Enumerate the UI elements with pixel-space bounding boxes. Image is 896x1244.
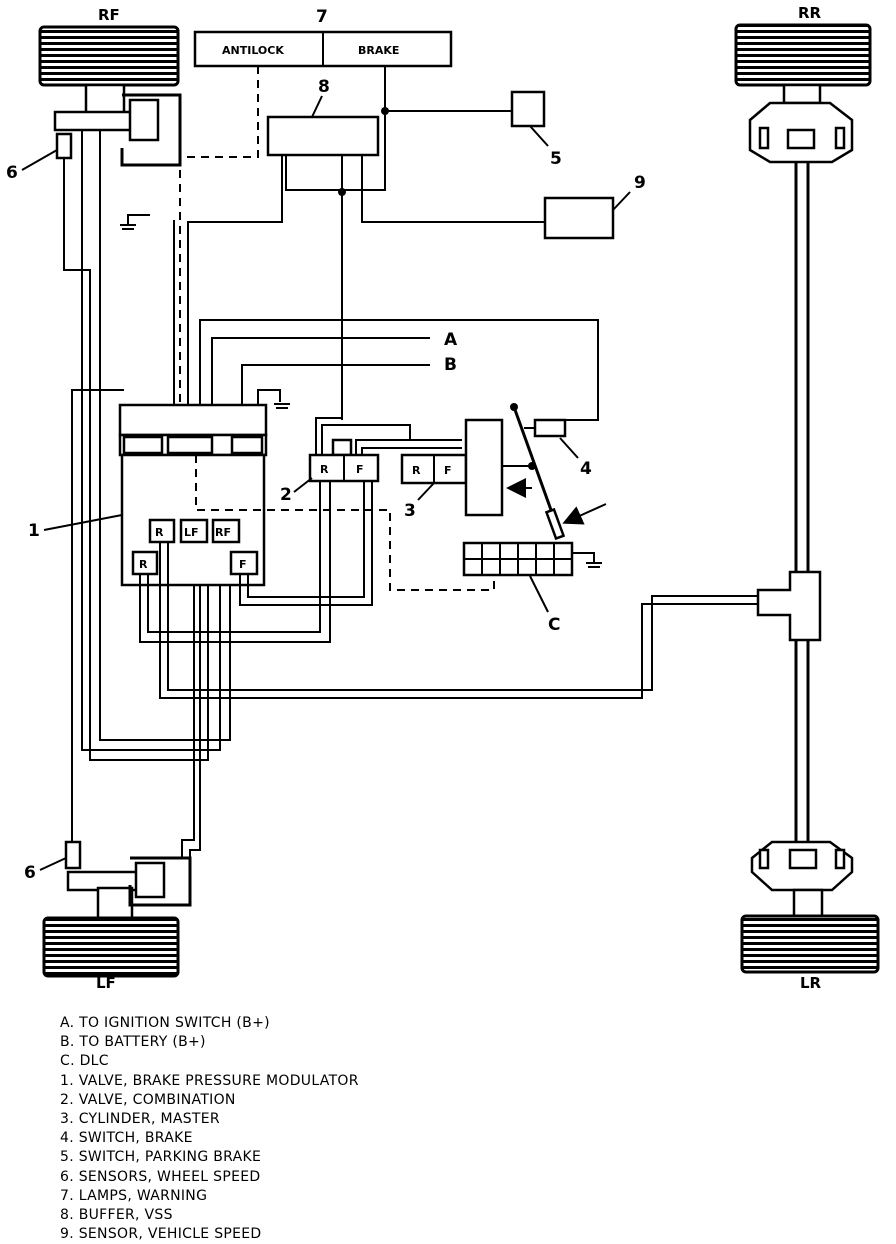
legend-item: 1. VALVE, BRAKE PRESSURE MODULATOR [60, 1072, 359, 1089]
wheel-speed-sensor-lf [64, 840, 82, 870]
combination-valve [308, 417, 462, 483]
legend-item: 7. LAMPS, WARNING [60, 1187, 208, 1204]
dlc-connector [462, 541, 602, 577]
buffer-vss [266, 115, 380, 157]
wheel-label-rf: RF [98, 6, 120, 24]
lamp-antilock-label: ANTILOCK [222, 44, 284, 57]
legend-item: 6. SENSORS, WHEEL SPEED [60, 1168, 261, 1185]
port-mod-f-low: F [239, 558, 247, 571]
callout-3: 3 [404, 501, 416, 521]
callout-8: 8 [318, 77, 330, 97]
parking-brake-switch [510, 90, 546, 128]
callout-1: 1 [28, 521, 40, 541]
callout-6-bottom: 6 [24, 863, 36, 883]
callout-2: 2 [280, 485, 292, 505]
port-mod-rf: RF [215, 526, 231, 539]
port-combo-r: R [320, 463, 329, 476]
callout-4: 4 [580, 459, 592, 479]
legend-item: 3. CYLINDER, MASTER [60, 1111, 220, 1128]
callout-9: 9 [634, 173, 646, 193]
wheel-label-lr: LR [800, 974, 822, 992]
legend-item: 8. BUFFER, VSS [60, 1207, 173, 1224]
legend-item: 2. VALVE, COMBINATION [60, 1091, 236, 1108]
legend: A. TO IGNITION SWITCH (B+) B. TO BATTERY… [60, 1014, 359, 1244]
lf-wheel [42, 856, 192, 978]
port-combo-f: F [356, 463, 364, 476]
legend-item: C. DLC [60, 1053, 109, 1070]
port-mod-r-low: R [139, 558, 148, 571]
wheel-label-lf: LF [96, 974, 116, 992]
port-master-f: F [444, 464, 452, 477]
brake-pressure-modulator [118, 403, 495, 591]
legend-item: A. TO IGNITION SWITCH (B+) [60, 1015, 270, 1031]
legend-item: 5. SWITCH, PARKING BRAKE [60, 1149, 262, 1166]
lamp-brake-label: BRAKE [358, 44, 399, 57]
brake-pedal [502, 403, 607, 541]
callout-5: 5 [550, 149, 562, 169]
port-mod-lf: LF [184, 526, 199, 539]
legend-item: B. TO BATTERY (B+) [60, 1034, 206, 1051]
wheel-speed-sensor-rf [55, 132, 73, 160]
port-mod-r-top: R [155, 526, 164, 539]
vehicle-speed-sensor [543, 196, 615, 240]
callout-7: 7 [316, 7, 328, 27]
master-cylinder [400, 418, 532, 517]
callout-b: B [444, 355, 457, 375]
legend-item: 4. SWITCH, BRAKE [60, 1130, 193, 1147]
callout-a: A [444, 330, 458, 350]
brake-lines [139, 480, 758, 699]
wiring [120, 66, 599, 435]
rf-wheel [38, 25, 182, 167]
wheel-label-rr: RR [798, 4, 822, 22]
callout-c: C [548, 615, 560, 635]
legend-item: 9. SENSOR, VEHICLE SPEED [60, 1226, 262, 1243]
callout-6-top: 6 [6, 163, 18, 183]
rear-axle [734, 23, 880, 974]
brake-system-diagram: RF LF RR LR ANTILOCK BRAKE 7 8 5 [6, 4, 880, 992]
port-master-r: R [412, 464, 421, 477]
